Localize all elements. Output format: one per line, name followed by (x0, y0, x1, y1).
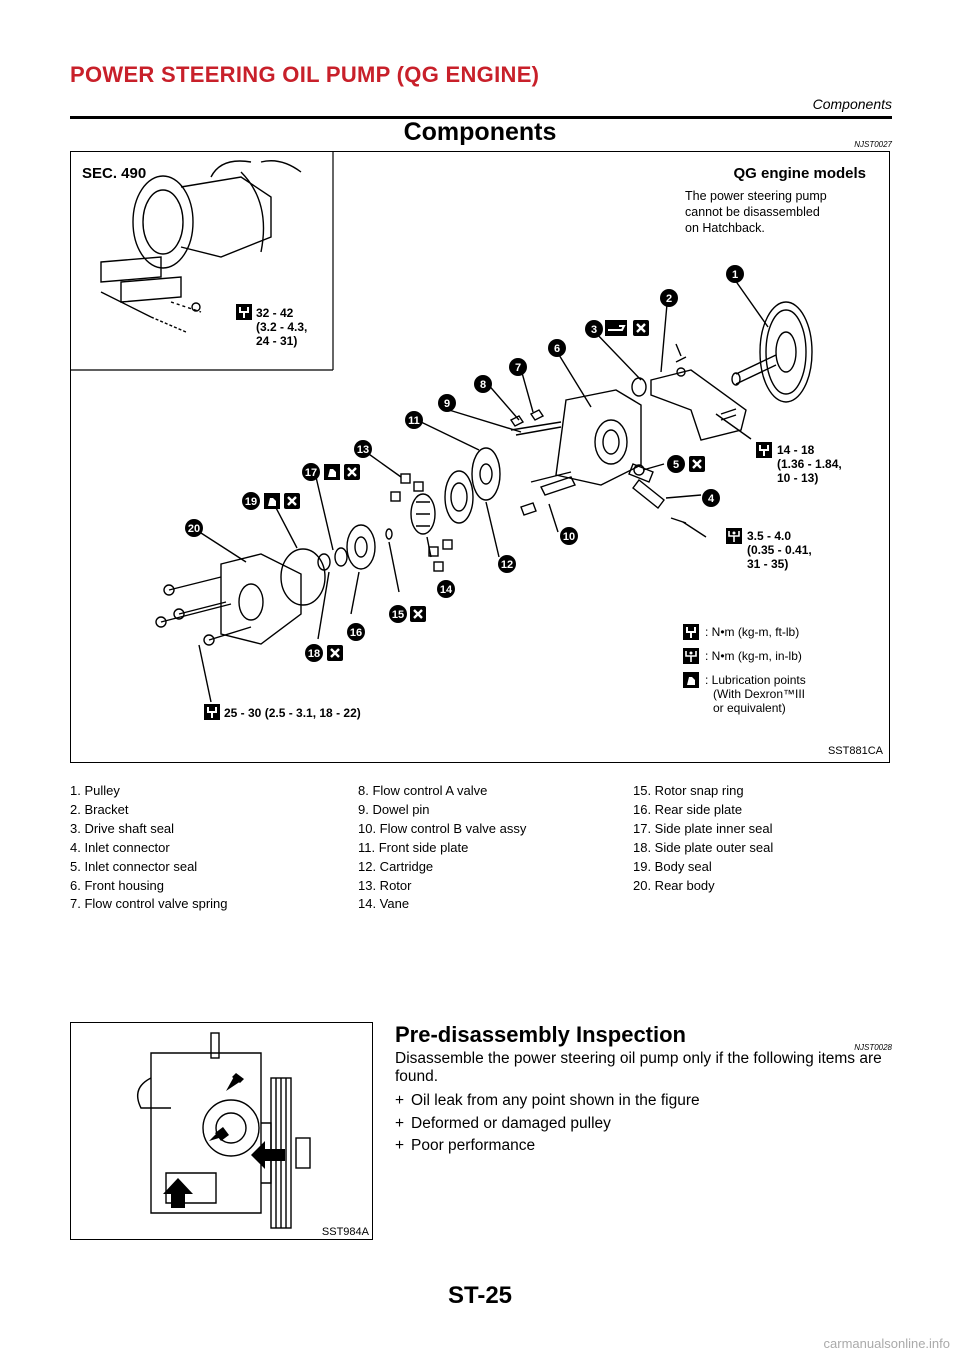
callout-5: 5 (673, 459, 679, 471)
header-title: POWER STEERING OIL PUMP (QG ENGINE) (70, 62, 540, 87)
inset-pump-drawing (100, 160, 302, 333)
part-item: 1. Pulley (70, 783, 120, 798)
legend-inlb: : N•m (kg-m, in-lb) (705, 649, 802, 663)
pre-disassembly-text: Disassemble the power steering oil pump … (395, 1050, 882, 1085)
legend-lube-2: (With Dexron™III (713, 687, 805, 701)
callout-1: 1 (732, 269, 738, 281)
list-item: +Oil leak from any point shown in the fi… (395, 1090, 700, 1113)
parts-list-col2: 8. Flow control A valve 9. Dowel pin 10.… (358, 782, 526, 914)
section-title: Components (403, 118, 557, 146)
callout-17: 17 (305, 467, 317, 479)
part-item: 20. Rear body (633, 877, 715, 893)
models-label: QG engine models (733, 165, 866, 182)
part-item: 10. Flow control B valve assy (358, 820, 527, 836)
legend-lube-1: : Lubrication points (705, 673, 806, 687)
part-item: 5. Inlet connector seal (70, 858, 198, 874)
part-item: 4. Inlet connector (70, 839, 170, 855)
bullet-marker: + (395, 1092, 405, 1109)
pump-inspection-drawing: SST984A (137, 1032, 370, 1238)
torque-c-line2: (0.35 - 0.41, (747, 543, 812, 557)
part-item: 7. Flow control valve spring (70, 896, 228, 912)
torque-c-line1: 3.5 - 4.0 (747, 529, 791, 543)
pre-disassembly-title: Pre-disassembly Inspection (395, 1022, 686, 1047)
small-figure-code: SST984A (322, 1226, 370, 1238)
part-item: 14. Vane (358, 896, 410, 912)
exploded-view-diagram: SEC. 490 32 - 42 (3.2 - 4.3, 24 - 31) QG… (71, 152, 884, 757)
parts-list-col1: 1. Pulley 2. Bracket 3. Drive shaft seal… (70, 782, 228, 914)
bullet-marker: + (395, 1114, 405, 1132)
bullet-marker: + (395, 1137, 405, 1154)
watermark: carmanualsonline.info (823, 1336, 950, 1351)
inspection-bullet-list: +Oil leak from any point shown in the fi… (395, 1090, 700, 1158)
legend-ftlb: : N•m (kg-m, ft-lb) (705, 625, 799, 639)
torque-b-line2: (1.36 - 1.84, (777, 457, 842, 471)
torque-b-line1: 14 - 18 (777, 443, 815, 457)
list-item: +Deformed or damaged pulley (395, 1113, 700, 1136)
parts-list-col3: 15. Rotor snap ring 16. Rear side plate … (633, 782, 773, 895)
callout-12: 12 (501, 559, 513, 571)
callout-18-lower: 18 (308, 648, 320, 660)
figure-code: SST881CA (828, 745, 884, 757)
part-item: 16. Rear side plate (633, 801, 743, 817)
callout-19: 19 (245, 496, 257, 508)
note-line-1: The power steering pump (685, 189, 827, 203)
pump-exploded-drawing (155, 279, 813, 703)
note-line-2: cannot be disassembled (685, 205, 820, 219)
callout-15: 15 (392, 609, 404, 621)
note-line-3: on Hatchback. (685, 221, 765, 235)
part-item: 17. Side plate inner seal (633, 820, 773, 836)
callout-2: 2 (666, 293, 672, 305)
sec-label: SEC. 490 (82, 165, 146, 182)
torque-a-line3: 24 - 31) (256, 334, 297, 348)
torque-c-line3: 31 - 35) (747, 557, 788, 571)
part-item: 6. Front housing (70, 877, 164, 893)
callout-16: 16 (350, 627, 362, 639)
legend-lube-3: or equivalent) (713, 701, 786, 715)
part-item: 2. Bracket (70, 801, 129, 817)
callout-3: 3 (591, 324, 597, 336)
callout-10: 10 (563, 531, 575, 543)
part-item: 19. Body seal (633, 858, 712, 874)
part-item: 8. Flow control A valve (358, 783, 488, 798)
callout-9: 9 (444, 398, 450, 410)
part-item: 3. Drive shaft seal (70, 820, 175, 836)
pre-disassembly-code: NJST0028 (854, 1043, 892, 1052)
inspection-figure: SST984A (70, 1022, 373, 1240)
torque-d: 25 - 30 (2.5 - 3.1, 18 - 22) (224, 706, 361, 720)
part-item: 15. Rotor snap ring (633, 783, 744, 798)
part-item: 13. Rotor (358, 877, 412, 893)
callout-8: 8 (480, 379, 486, 391)
callout-11: 11 (408, 415, 420, 427)
page-number: ST-25 (447, 1282, 513, 1309)
torque-a-line2: (3.2 - 4.3, (256, 320, 307, 334)
torque-b-line3: 10 - 13) (777, 471, 818, 485)
components-figure: SEC. 490 32 - 42 (3.2 - 4.3, 24 - 31) QG… (70, 151, 890, 763)
section-code: NJST0027 (854, 140, 892, 149)
callout-14: 14 (440, 584, 453, 596)
header-rule (70, 116, 892, 119)
callout-13: 13 (357, 444, 369, 456)
header-subtitle: Components (812, 96, 892, 112)
list-item: +Poor performance (395, 1135, 700, 1158)
part-item: 12. Cartridge (358, 858, 434, 874)
part-item: 11. Front side plate (358, 839, 469, 855)
torque-a-line1: 32 - 42 (256, 306, 294, 320)
part-item: 9. Dowel pin (358, 801, 430, 817)
callout-7: 7 (515, 362, 521, 374)
callout-20: 20 (188, 523, 200, 535)
callout-6: 6 (554, 343, 560, 355)
callout-4: 4 (708, 493, 715, 505)
part-item: 18. Side plate outer seal (633, 839, 774, 855)
